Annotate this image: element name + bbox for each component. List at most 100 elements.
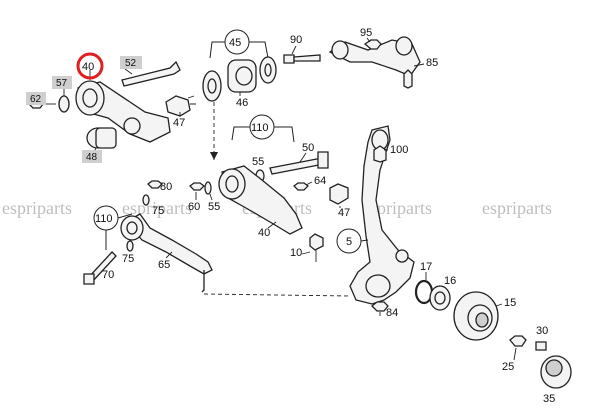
label-box-52 xyxy=(120,56,142,69)
strut-bushing-core xyxy=(225,175,239,193)
leader-60-55 xyxy=(195,192,213,201)
callout-40b: 40 xyxy=(258,227,270,239)
callout-5: 5 xyxy=(346,236,352,248)
leader-10 xyxy=(301,251,311,255)
knuckle-hub-bore xyxy=(365,274,391,298)
lower-control-arm-group xyxy=(27,60,196,153)
callout-40: 40 xyxy=(82,61,94,73)
callout-60: 60 xyxy=(188,201,200,213)
washer-75a xyxy=(142,194,150,206)
leader-52 xyxy=(124,68,133,75)
tension-strut-group: 110 50 55 60 55 64 47 40 xyxy=(188,114,350,239)
strut-bushing-group: 45 90 46 xyxy=(202,29,321,160)
steering-knuckle-group: 100 5 10 84 xyxy=(290,125,415,319)
callout-48: 48 xyxy=(86,152,98,163)
callout-90: 90 xyxy=(290,34,302,46)
callout-45: 45 xyxy=(229,37,241,49)
callout-80: 80 xyxy=(160,181,172,193)
bushing-48-body xyxy=(95,127,117,149)
washer-55b xyxy=(204,181,212,195)
wheel-hub-group: 17 16 15 30 25 35 xyxy=(414,261,572,405)
watermark-text: espriparts xyxy=(122,198,192,218)
callout-55a: 55 xyxy=(252,156,264,168)
callout-16: 16 xyxy=(444,275,456,287)
bolt-90-shaft xyxy=(293,54,321,62)
wheel-hub-15-spindle xyxy=(475,312,489,328)
upper-arm-bushing-right xyxy=(395,36,413,56)
bolt-30 xyxy=(535,341,547,351)
label-box-48 xyxy=(82,150,102,163)
leader-65 xyxy=(165,251,173,259)
callout-47b: 47 xyxy=(338,207,350,219)
callout-15: 15 xyxy=(504,297,516,309)
lower-link-arm xyxy=(124,213,213,275)
leader-50 xyxy=(299,152,307,163)
bushing-46-core xyxy=(235,66,253,86)
bolt-52 xyxy=(121,60,181,87)
ball-joint-10 xyxy=(309,233,324,251)
leader-85 xyxy=(413,63,425,67)
knuckle-arm-eye xyxy=(395,249,409,263)
bolt-90-head xyxy=(283,54,295,64)
callout-62: 62 xyxy=(30,94,42,105)
highlight-ring xyxy=(76,52,104,80)
bolt-84 xyxy=(371,301,389,312)
callout-57: 57 xyxy=(56,78,68,89)
ball-joint-100 xyxy=(373,145,387,163)
washer-right-hole xyxy=(264,63,272,77)
callout-75b: 75 xyxy=(122,253,134,265)
callout-110b: 110 xyxy=(95,213,113,225)
leader-5 xyxy=(360,239,369,242)
lower-link-group: 80 75 110 75 65 70 xyxy=(83,180,351,297)
callout-25: 25 xyxy=(502,361,514,373)
bracket-45 xyxy=(209,41,269,59)
leader-95 xyxy=(366,37,371,43)
upper-control-arm-group: 95 85 xyxy=(328,27,438,89)
leader-25 xyxy=(513,347,517,361)
watermark-text: espriparts xyxy=(362,198,432,218)
arrow-head xyxy=(210,152,218,160)
link-end-stud xyxy=(201,270,205,293)
watermark-text: espriparts xyxy=(482,198,552,218)
callout-46: 46 xyxy=(236,97,248,109)
callout-70: 70 xyxy=(102,269,114,281)
callout-110a: 110 xyxy=(251,122,269,134)
callout-64: 64 xyxy=(314,175,326,187)
nut-25 xyxy=(509,335,527,347)
callout-95: 95 xyxy=(360,27,372,39)
callout-85: 85 xyxy=(426,57,438,69)
link-bushing-core xyxy=(126,221,138,235)
nut-80 xyxy=(147,180,163,189)
washer-75b xyxy=(126,240,134,252)
bolt-50 xyxy=(269,157,325,175)
callout-17: 17 xyxy=(420,261,432,273)
ball-joint-stud xyxy=(187,95,196,105)
bolt-70-head xyxy=(83,273,95,285)
nut-60 xyxy=(189,182,205,191)
washer-57 xyxy=(58,95,70,113)
callout-47a: 47 xyxy=(173,117,185,129)
ball-stud-85 xyxy=(403,69,413,89)
watermark-text: espriparts xyxy=(2,198,72,218)
callout-65: 65 xyxy=(158,259,170,271)
label-box-62 xyxy=(26,92,46,105)
ball-joint-47 xyxy=(165,95,191,117)
bolt-50-head xyxy=(317,151,329,169)
callout-75a: 75 xyxy=(152,205,164,217)
ball-joint-47b xyxy=(329,183,349,205)
bushing-core xyxy=(82,88,98,108)
dashed-link-line xyxy=(203,293,351,297)
nut-95 xyxy=(363,39,382,50)
callout-52: 52 xyxy=(125,58,137,69)
callout-84: 84 xyxy=(386,307,398,319)
callout-50: 50 xyxy=(302,142,314,154)
washer-left-hole xyxy=(207,78,217,94)
leader-15 xyxy=(495,303,503,307)
grease-cap-35-top xyxy=(545,359,563,377)
callout-35: 35 xyxy=(543,393,555,405)
nut-64 xyxy=(293,182,309,191)
callout-30: 30 xyxy=(536,325,548,337)
arm-bushing xyxy=(123,117,141,135)
